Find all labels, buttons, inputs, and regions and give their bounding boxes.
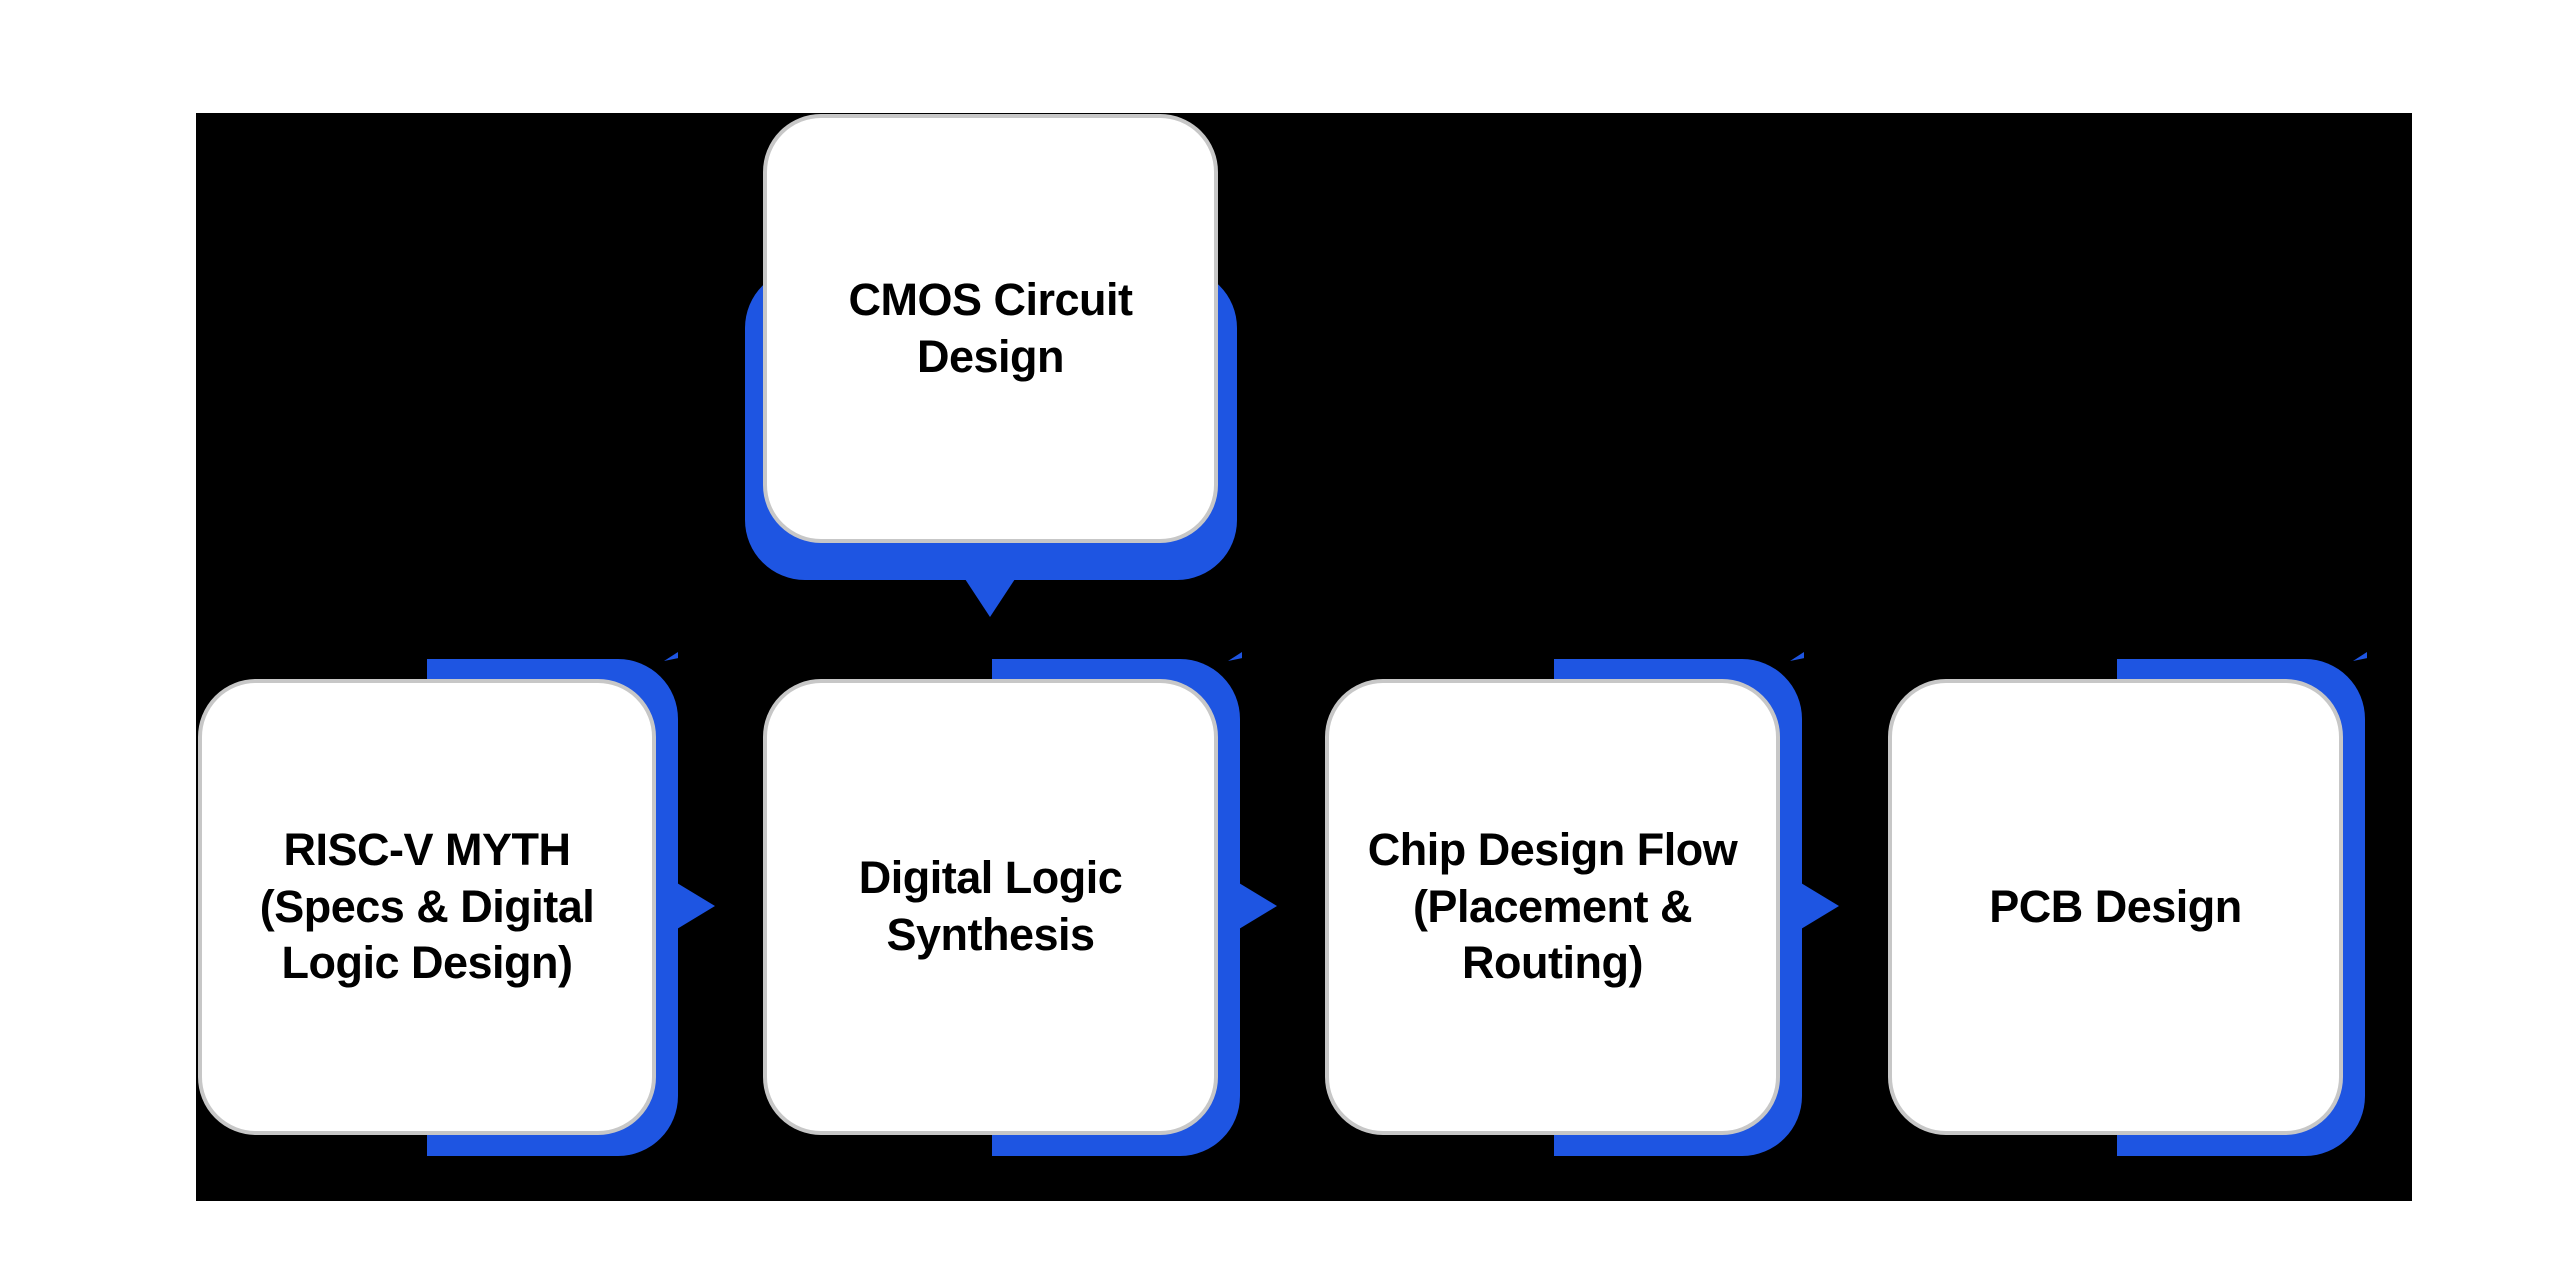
arrowhead-right-icon [677,883,715,929]
node-chip-design-flow: Chip Design Flow (Placement & Routing) [1325,679,1780,1135]
node-label: CMOS Circuit Design [848,273,1133,382]
corner-tick-icon [1228,652,1242,661]
node-label: Chip Design Flow (Placement & Routing) [1367,823,1738,989]
node-cmos-circuit-design: CMOS Circuit Design [763,114,1218,543]
node-risc-v-myth: RISC-V MYTH (Specs & Digital Logic Desig… [198,679,656,1135]
node-pcb-design: PCB Design [1888,679,2343,1135]
corner-tick-icon [2353,652,2367,661]
node-label: PCB Design [1989,880,2242,932]
corner-tick-icon [664,652,678,661]
node-digital-logic-synthesis: Digital Logic Synthesis [763,679,1218,1135]
arrowhead-right-icon [1239,883,1277,929]
corner-tick-icon [1790,652,1804,661]
node-label: Digital Logic Synthesis [858,852,1123,960]
arrowhead-right-icon [1801,883,1839,929]
arrowhead-down-icon [965,579,1015,617]
node-label: RISC-V MYTH (Specs & Digital Logic Desig… [259,823,595,989]
